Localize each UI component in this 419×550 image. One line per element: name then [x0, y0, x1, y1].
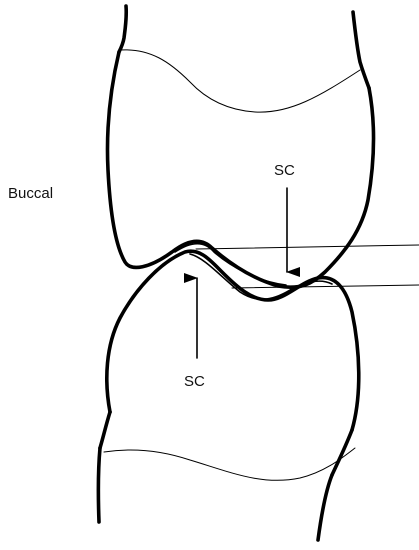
upper-root-right — [353, 12, 369, 88]
sc-label-upper: SC — [274, 162, 295, 179]
upper-root-left — [119, 6, 126, 52]
lower-tooth — [98, 251, 358, 540]
lower-crown-side-left — [100, 412, 110, 448]
reference-line-lower — [232, 285, 419, 288]
sc-label-lower: SC — [184, 373, 205, 390]
buccal-label: Buccal — [8, 185, 53, 202]
reference-line-upper — [196, 245, 419, 249]
upper-tooth — [107, 6, 373, 287]
lower-crown-outline — [107, 251, 359, 430]
upper-crown-outline — [107, 52, 373, 287]
upper-cej-line — [120, 50, 360, 112]
lower-root-left — [98, 448, 100, 522]
lower-root-right — [318, 475, 332, 540]
lower-cej-line — [104, 448, 355, 480]
